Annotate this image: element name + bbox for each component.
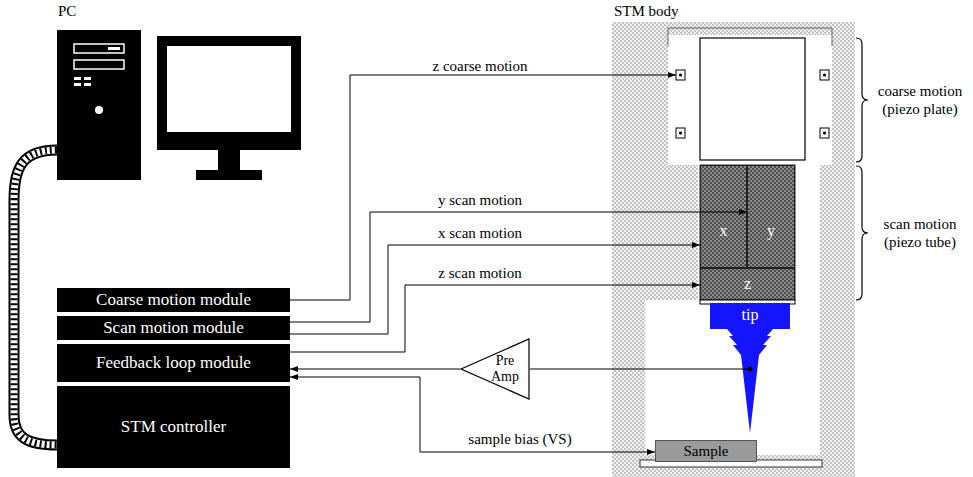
connector bbox=[290, 245, 700, 334]
signal-label: x scan motion bbox=[436, 224, 524, 242]
sample-block: Sample bbox=[655, 440, 757, 462]
coarse-wire bbox=[290, 75, 676, 300]
node-text: Feedback loop module bbox=[96, 353, 251, 373]
connector bbox=[290, 369, 460, 370]
node-text: Pre Amp bbox=[483, 353, 527, 385]
node-text: x bbox=[720, 222, 728, 240]
connector bbox=[530, 369, 705, 370]
part-label: coarse motion (piezo plate) bbox=[870, 82, 970, 118]
tip-dot bbox=[748, 367, 753, 372]
node-text: z bbox=[744, 275, 751, 293]
node-text: Sample bbox=[684, 442, 729, 460]
part-label: coarse motion (piezo plate) bbox=[870, 82, 970, 118]
node-text: y bbox=[767, 222, 775, 240]
piezo-plate bbox=[676, 38, 829, 160]
piezo-segment: z bbox=[700, 268, 795, 300]
controller-box: STM controller bbox=[57, 386, 290, 468]
node-text: tip bbox=[705, 306, 795, 324]
node-text: STM body bbox=[614, 2, 679, 20]
signal-label: y scan motion bbox=[436, 191, 524, 209]
module-box: Scan motion module bbox=[57, 316, 290, 340]
stm-body: STM bodyxyztipSample bbox=[612, 22, 855, 477]
signal-label: sample bias (VS) bbox=[466, 430, 573, 448]
pc-cable bbox=[14, 150, 57, 445]
part-label: scan motion (piezo tube) bbox=[870, 215, 970, 251]
signal-label: x scan motion bbox=[436, 224, 524, 242]
tip-lead bbox=[705, 369, 750, 370]
signal-label: y scan motion bbox=[436, 191, 524, 209]
signal-label: z scan motion bbox=[436, 264, 523, 282]
node-text: Coarse motion module bbox=[96, 290, 251, 310]
part-label: scan motion (piezo tube) bbox=[870, 215, 970, 251]
coarse-bracket bbox=[856, 38, 868, 162]
connector bbox=[290, 377, 655, 452]
scan-bracket bbox=[856, 166, 868, 300]
piezo-tube bbox=[700, 165, 795, 304]
piezo-segment: x bbox=[700, 165, 747, 268]
preamp-outline bbox=[461, 339, 529, 399]
stm-housing bbox=[612, 22, 855, 477]
module-box: Coarse motion module bbox=[57, 288, 290, 312]
signal-label: z scan motion bbox=[436, 264, 523, 282]
module-box: Feedback loop module bbox=[57, 344, 290, 382]
node-text: Scan motion module bbox=[103, 318, 244, 338]
tip-cone bbox=[727, 329, 773, 433]
signal-label: z coarse motion bbox=[433, 57, 528, 75]
preamp-triangle: Pre Amp bbox=[460, 338, 530, 400]
connector bbox=[290, 285, 700, 352]
tip: tip bbox=[705, 303, 795, 433]
signal-label: sample bias (VS) bbox=[466, 430, 573, 448]
pc-label: PC bbox=[58, 2, 76, 20]
piezo-segment: y bbox=[747, 165, 795, 268]
signal-label: z coarse motion bbox=[433, 57, 528, 75]
pc-label: PC bbox=[58, 2, 76, 20]
connector bbox=[290, 212, 747, 322]
node-text: STM controller bbox=[121, 417, 226, 437]
pc-monitor bbox=[157, 36, 301, 180]
pc-tower bbox=[57, 30, 141, 180]
